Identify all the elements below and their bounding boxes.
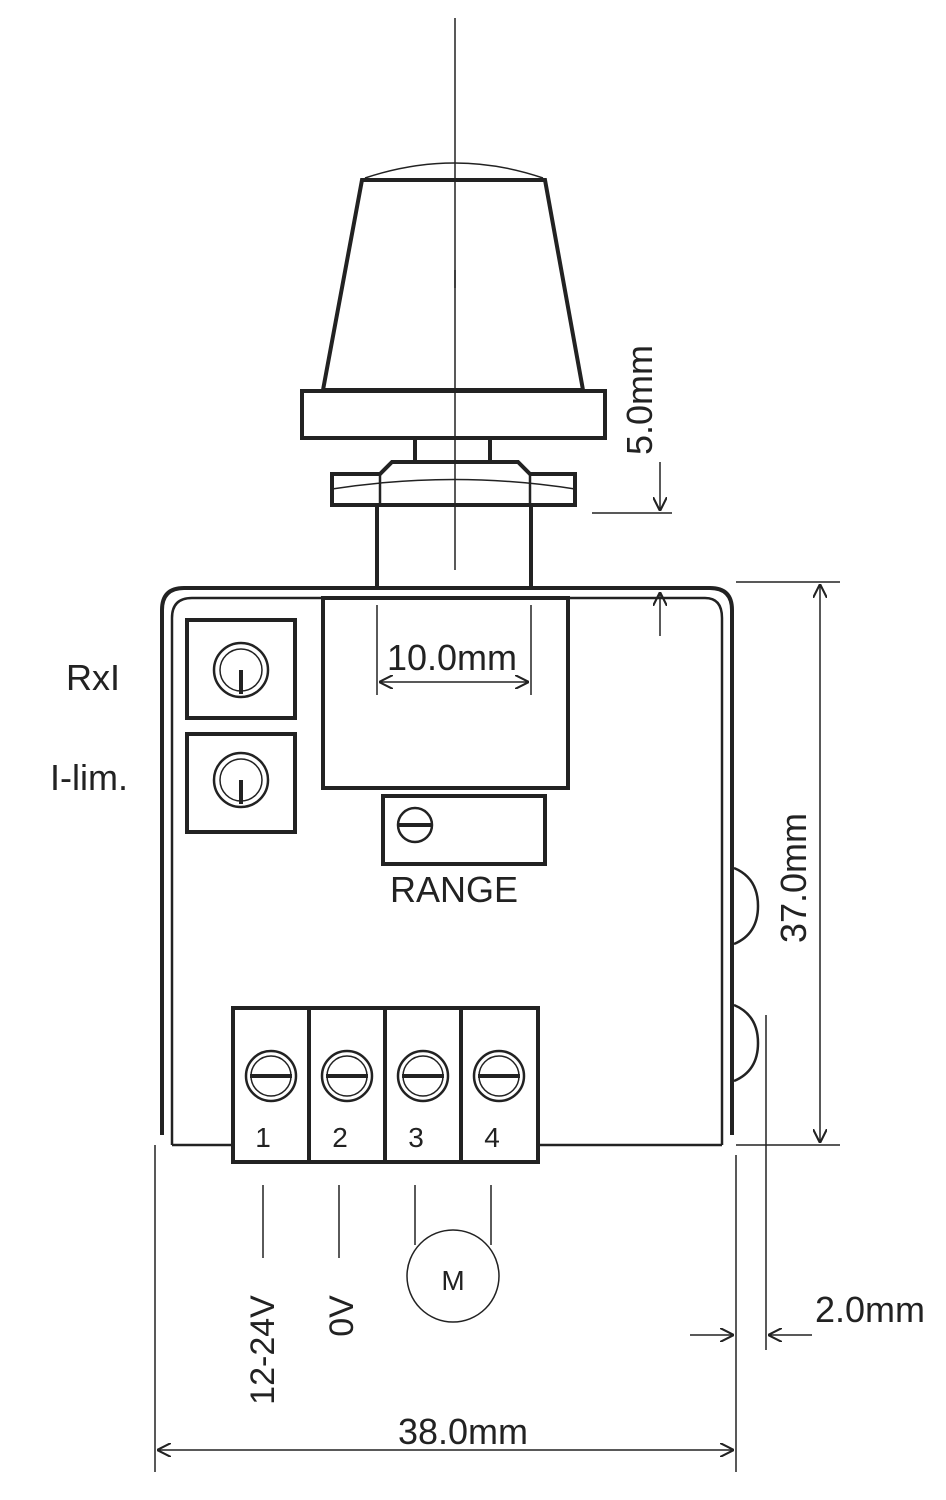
label-range: RANGE — [390, 869, 518, 910]
dim-body-width — [154, 1145, 737, 1472]
terminal-label-1: 1 — [255, 1122, 271, 1153]
hex-nut — [330, 460, 577, 507]
wiring — [262, 1185, 492, 1258]
shaft — [375, 505, 533, 588]
terminal-block — [231, 1006, 540, 1164]
label-motor: M — [441, 1265, 464, 1296]
dim-label-body-width: 38.0mm — [398, 1411, 528, 1452]
label-rxi: RxI — [66, 657, 120, 698]
label-supply: 12-24V — [244, 1295, 282, 1405]
trimmer-ilim — [185, 732, 297, 834]
shaft-mount-block — [321, 596, 570, 790]
label-ilim: I-lim. — [50, 757, 128, 798]
dim-label-body-height: 37.0mm — [773, 813, 814, 943]
trimmer-rxi — [185, 618, 297, 720]
terminal-label-2: 2 — [332, 1122, 348, 1153]
terminal-label-4: 4 — [484, 1122, 500, 1153]
terminal-screw-4 — [472, 1049, 526, 1103]
dim-shaft-width — [376, 605, 532, 695]
dim-label-stem-height: 5.0mm — [619, 345, 660, 455]
knob — [300, 162, 607, 464]
dim-label-shaft-width: 10.0mm — [387, 637, 517, 678]
terminal-label-3: 3 — [408, 1122, 424, 1153]
terminal-screw-1 — [244, 1049, 298, 1103]
label-ground: 0V — [323, 1295, 361, 1337]
dim-flange-offset — [690, 1015, 812, 1350]
dim-body-height — [736, 581, 840, 1146]
range-switch — [381, 794, 547, 866]
motor-symbol — [406, 1229, 500, 1323]
dim-label-flange-offset: 2.0mm — [815, 1289, 925, 1330]
terminal-screw-3 — [396, 1049, 450, 1103]
dim-stem-height — [592, 462, 672, 636]
terminal-screw-2 — [320, 1049, 374, 1103]
